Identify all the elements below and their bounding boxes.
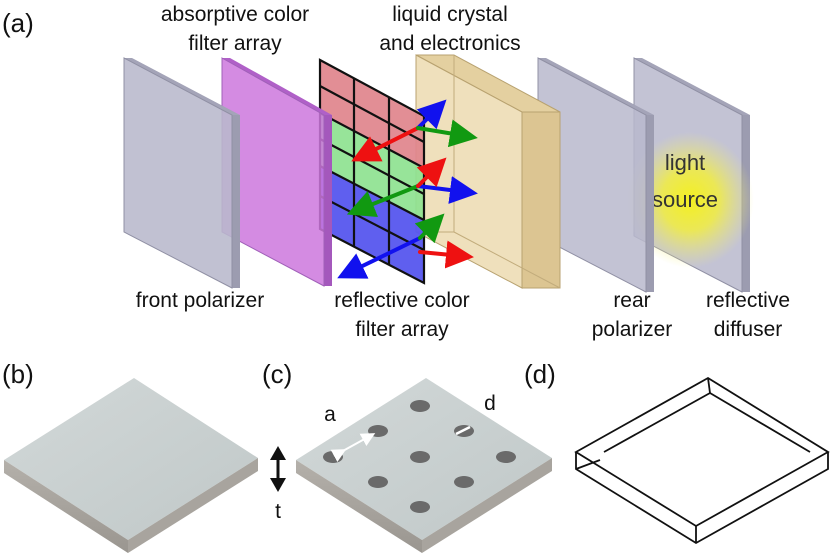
arrow-green-transmitted-bottom [414,213,445,244]
light-source-glow [626,132,754,268]
lattice-spacing-arrow [330,433,376,462]
light-source-label-1: light [665,150,705,175]
hole-diameter-label: d [484,392,496,415]
air-holes [323,400,516,513]
panel-b-label: (b) [2,359,34,389]
reflective-filter-label-2: filter array [355,318,449,341]
liquid-crystal-label-1: liquid crystal [392,3,508,26]
reflective-color-filter-array [318,58,426,285]
panel-a-label: (a) [2,8,34,38]
rear-polarizer-label-2: polarizer [592,318,673,341]
absorptive-filter-label-1: absorptive color [161,3,309,26]
reflective-filter-label-1: reflective color [334,289,469,312]
arrow-red-reflected [351,126,420,162]
thickness-label: t [275,500,281,523]
light-source-label-2: source [652,187,718,212]
panel-c-label: (c) [262,359,292,389]
diffuser-label-2: diffuser [714,318,783,341]
diffuser-label-1: reflective [706,289,790,312]
arrow-red-transmitted-mid [416,157,447,188]
liquid-crystal-label-2: and electronics [379,32,520,55]
uniform-slab [4,378,258,553]
lattice-spacing-label: a [324,403,336,426]
arrow-green-reflected [346,184,420,218]
arrow-blue-transmitted-top [416,99,447,130]
panel-d-label: (d) [524,359,556,389]
arrow-red-transmitted-bottom [418,240,474,269]
arrow-blue-reflected [337,236,422,279]
thickness-arrow [270,446,286,492]
front-polarizer-label: front polarizer [136,289,264,312]
rear-polarizer [537,57,654,293]
hole-diameter-marker [455,425,471,436]
absorptive-filter-label-2: filter array [188,32,282,55]
wireframe-slab [574,376,830,545]
front-polarizer [123,57,240,289]
arrow-green-transmitted-top [416,119,478,148]
rear-polarizer-label-1: rear [613,289,650,312]
